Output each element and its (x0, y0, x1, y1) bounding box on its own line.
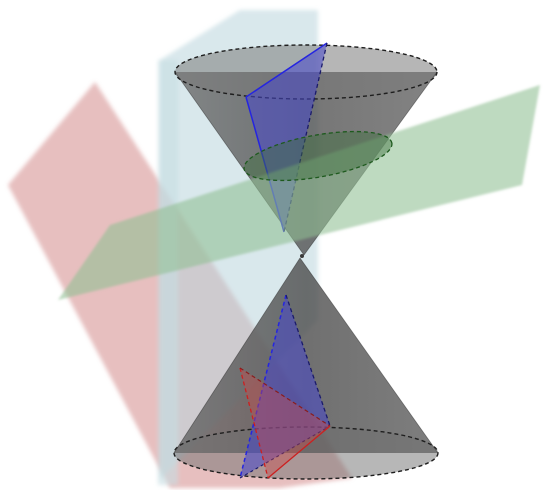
red-triangle-lower (239, 367, 331, 479)
apex (300, 254, 304, 258)
blue-triangle-lower (239, 294, 331, 479)
green-ellipse (243, 130, 393, 182)
green-plane (58, 85, 540, 300)
